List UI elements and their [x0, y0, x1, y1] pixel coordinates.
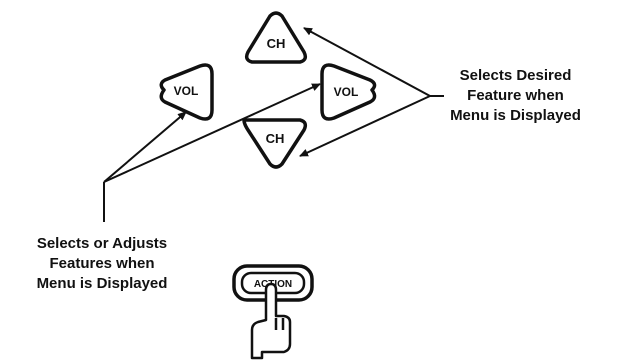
arrow-icon	[103, 83, 321, 183]
caption-line: Menu is Displayed	[450, 107, 581, 124]
caption-line: Features when	[49, 255, 155, 272]
ch-down-label: CH	[266, 131, 285, 146]
caption-line: Selects or Adjusts	[36, 235, 168, 252]
ch-up-button: CH	[244, 11, 308, 64]
ch-up-label: CH	[267, 36, 286, 51]
vol-left-button: VOL	[159, 63, 214, 121]
select-feature-caption: Selects Desired Feature when Menu is Dis…	[408, 66, 623, 126]
caption-line: Feature when	[467, 87, 564, 104]
vol-right-label: VOL	[334, 85, 359, 99]
ch-down-button: CH	[242, 118, 308, 169]
adjust-feature-pointers	[103, 83, 321, 222]
vol-left-label: VOL	[174, 84, 199, 98]
adjust-feature-caption: Selects or Adjusts Features when Menu is…	[2, 234, 202, 294]
arrow-icon	[303, 27, 431, 97]
vol-right-button: VOL	[320, 63, 377, 121]
arrow-icon	[103, 111, 187, 183]
caption-line: Menu is Displayed	[36, 275, 168, 292]
pointing-hand-icon	[250, 282, 292, 360]
arrow-icon	[299, 95, 431, 157]
select-feature-pointers	[299, 27, 444, 157]
caption-line: Selects Desired	[459, 67, 572, 84]
